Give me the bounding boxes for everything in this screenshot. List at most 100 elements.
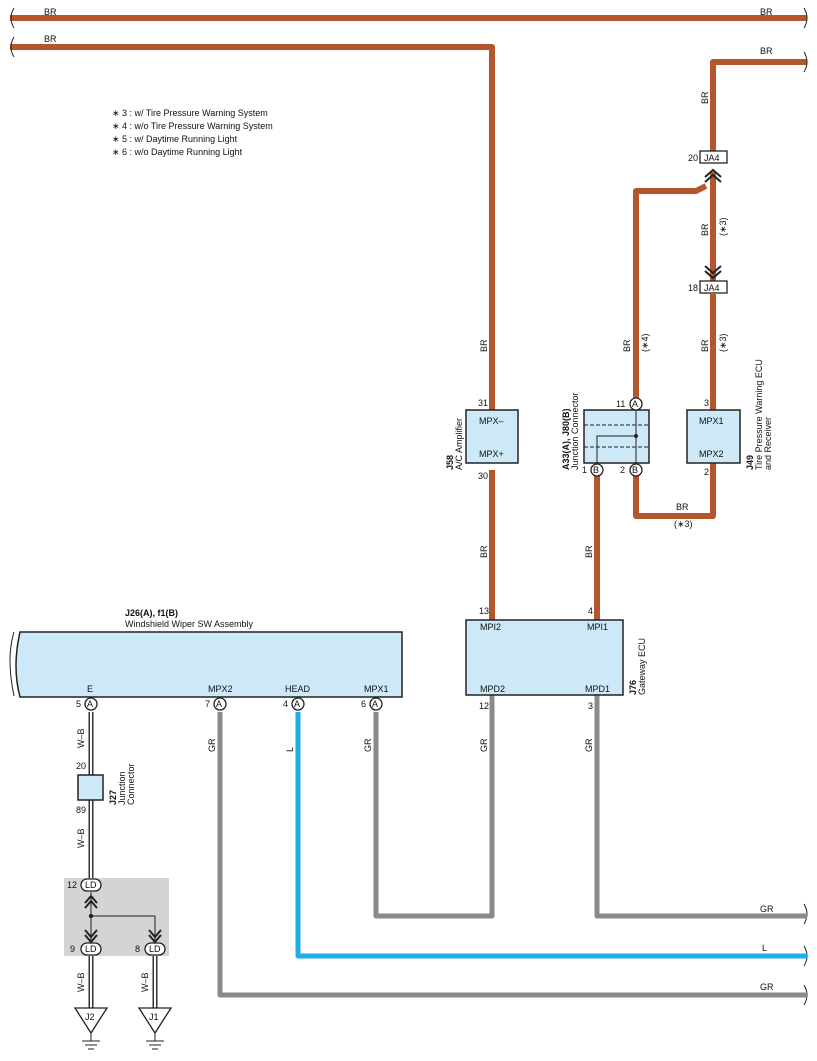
ja4-pin-number: 20 — [688, 153, 698, 163]
pin-circle — [369, 697, 383, 711]
mpx-plus-label: MPX+ — [479, 449, 504, 459]
wire-label: L — [285, 747, 295, 752]
pin-label: MPX1 — [364, 684, 389, 694]
connector-arrow-icon — [704, 265, 722, 280]
wire-label: W–B — [76, 972, 86, 992]
pin-label: E — [87, 684, 93, 694]
wire-label: BR — [622, 339, 632, 352]
mpx1-label: MPX1 — [699, 416, 724, 426]
pin-circle — [590, 463, 604, 477]
tpw-ecu-name: Tire Pressure Warning ECU — [754, 359, 764, 470]
wire-label: BR — [676, 502, 689, 512]
ja4-label: JA4 — [704, 153, 720, 163]
pin-number: 2 — [620, 465, 625, 475]
note-line: ∗ 5 : w/ Daytime Running Light — [112, 134, 238, 144]
break-mark — [803, 51, 808, 73]
pin-number: 30 — [478, 471, 488, 481]
wire-label: BR — [44, 7, 57, 17]
note-line: ∗ 3 : w/ Tire Pressure Warning System — [112, 108, 268, 118]
wire-label: GR — [760, 982, 774, 992]
pin-number: 31 — [478, 398, 488, 408]
j27-box — [77, 774, 104, 801]
ground-triangle — [73, 1007, 109, 1035]
connector-arrow-icon — [84, 929, 98, 944]
mpi1-label: MPI1 — [587, 622, 608, 632]
ground-triangle — [137, 1007, 173, 1035]
br-wire-ja4-to-jc — [633, 183, 708, 400]
gr-l-wires — [217, 695, 807, 998]
wire-label: W–B — [76, 828, 86, 848]
pin-number: 5 — [76, 699, 81, 709]
splice-dot — [634, 434, 638, 438]
ground-label: J1 — [149, 1012, 159, 1022]
connector-arrow-icon — [704, 168, 722, 183]
pin-number: 12 — [479, 701, 489, 711]
splice-dot — [88, 913, 94, 919]
j27-name: Junction — [117, 771, 127, 805]
pin-number: 2 — [704, 467, 709, 477]
pin-circle — [84, 697, 98, 711]
ground-label: J2 — [85, 1012, 95, 1022]
pin-number: 12 — [67, 880, 77, 890]
ground-icon — [146, 1033, 164, 1050]
wire-label: GR — [760, 904, 774, 914]
option-notes: ∗ 3 : w/ Tire Pressure Warning System ∗ … — [112, 108, 273, 157]
ld-label: LD — [149, 944, 161, 954]
gateway-ecu-name: Gateway ECU — [637, 638, 647, 695]
gr-wire-mpx2 — [217, 712, 807, 998]
pin-number: 4 — [588, 606, 593, 616]
tpw-ecu-box — [686, 409, 741, 464]
mpi2-label: MPI2 — [480, 622, 501, 632]
pin-number: 4 — [283, 699, 288, 709]
br-wire-right-feed — [710, 59, 807, 152]
pin-circle — [629, 397, 643, 411]
junction-connector-a33: A 11 B 1 B 2 A33(A), J80(B) Junction Con… — [561, 392, 650, 477]
pin-number: 1 — [582, 465, 587, 475]
break-mark — [803, 7, 808, 29]
wb-wires — [88, 712, 158, 1008]
pin-number: 20 — [76, 761, 86, 771]
ac-amplifier-box — [465, 409, 519, 464]
pin-connector-letter: A — [87, 699, 93, 709]
gateway-ecu: MPI2 MPI1 MPD2 MPD1 13 4 12 3 J76 Gatewa… — [465, 606, 647, 711]
wiper-box — [15, 631, 403, 698]
gr-wire-mpd1 — [594, 695, 807, 919]
wiper-name: Windshield Wiper SW Assembly — [125, 619, 254, 629]
junction-connector-j27: 20 89 J27 Junction Connector — [76, 761, 136, 815]
br-wires — [10, 15, 807, 620]
ld-junction-block: LD 12 LD 9 LD 8 — [64, 878, 169, 956]
note-line: ∗ 6 : w/o Daytime Running Light — [112, 147, 243, 157]
wire-label: GR — [584, 738, 594, 752]
pin-number: 8 — [135, 944, 140, 954]
pin-number: 11 — [616, 399, 625, 409]
pin-circle — [291, 697, 305, 711]
j27-code: J27 — [108, 790, 118, 805]
ja4-connector-top: JA4 20 — [688, 150, 728, 183]
pin-connector-letter: A — [632, 399, 638, 409]
pin-number: 13 — [479, 606, 489, 616]
ld-label: LD — [85, 944, 97, 954]
tire-pressure-warning-ecu: MPX1 MPX2 3 2 J49 Tire Pressure Warning … — [686, 359, 773, 477]
ld-pin-box — [80, 942, 102, 956]
pin-label: MPX2 — [208, 684, 233, 694]
pin-connector-letter: B — [632, 465, 638, 475]
gr-wire-mpx1 — [373, 695, 495, 919]
note-line: ∗ 4 : w/o Tire Pressure Warning System — [112, 121, 273, 131]
ja4-pin-number: 18 — [688, 283, 698, 293]
pin-number: 9 — [70, 944, 75, 954]
ground-icon — [82, 1033, 100, 1050]
br-wire-jc-to-tpw-return — [633, 462, 716, 519]
wire-note: (∗3) — [718, 333, 728, 352]
pin-number: 7 — [205, 699, 210, 709]
tpw-ecu-code: J49 — [745, 455, 755, 470]
mpd1-label: MPD1 — [585, 684, 610, 694]
ja4-box — [699, 280, 728, 294]
wire-note: (∗3) — [674, 519, 693, 529]
windshield-wiper-sw-assembly: J26(A), f1(B) Windshield Wiper SW Assemb… — [15, 608, 403, 711]
wire-label: BR — [479, 545, 489, 558]
gateway-ecu-code: J76 — [628, 680, 638, 695]
ground-j2: J2 — [73, 1007, 109, 1050]
ja4-connector-bottom: JA4 18 — [688, 265, 728, 294]
break-mark — [10, 36, 15, 58]
connector-arrow-icon — [84, 894, 98, 909]
